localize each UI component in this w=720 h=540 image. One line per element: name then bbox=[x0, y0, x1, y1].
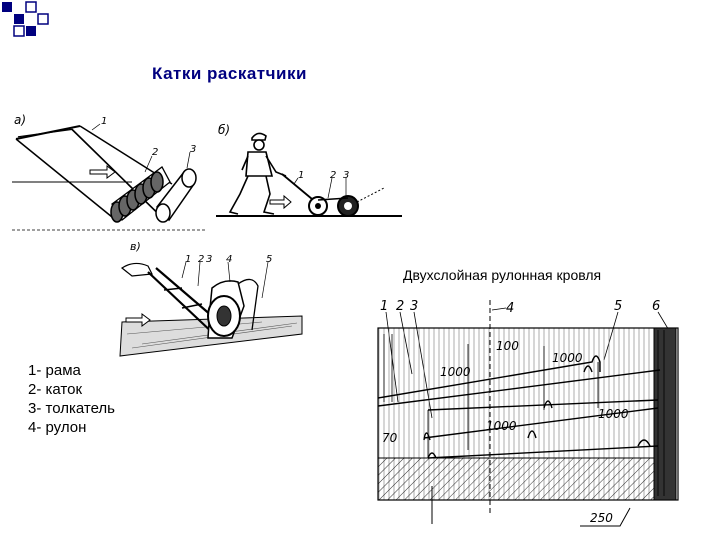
roof-callout-3: 3 bbox=[410, 299, 418, 314]
slide-title: Катки раскатчики bbox=[152, 64, 307, 83]
legend-item: 1- рама bbox=[28, 362, 81, 379]
figure-v-roll-spreader: в) 1 2 3 4 5 bbox=[119, 240, 303, 357]
roof-callout-4: 4 bbox=[506, 301, 514, 316]
roof-dim-1000-left: 1000 bbox=[440, 365, 471, 379]
roof-dim-100: 100 bbox=[496, 339, 519, 353]
figure-v-callout-4: 4 bbox=[226, 254, 232, 265]
roof-dim-250: 250 bbox=[590, 511, 613, 525]
parts-legend: 1- рама 2- каток 3- толкатель 4- рулон bbox=[28, 361, 115, 437]
roof-dim-1000-mid: 1000 bbox=[486, 419, 517, 433]
roof-callout-6: 6 bbox=[652, 299, 660, 314]
roof-section-diagram: 1 2 3 4 5 6 bbox=[377, 299, 679, 527]
figure-b-callout-1: 1 bbox=[298, 170, 304, 181]
figure-v-callout-2: 2 bbox=[198, 254, 204, 265]
legend-item: 3- толкатель bbox=[28, 400, 115, 417]
figure-b-callout-3: 3 bbox=[343, 170, 349, 181]
figure-b-worker-roller: б) 1 2 3 bbox=[216, 123, 402, 217]
legend-item: 4- рулон bbox=[28, 419, 87, 436]
figure-a-callout-2: 2 bbox=[152, 147, 158, 158]
corner-decoration bbox=[2, 1, 49, 37]
figure-a-roller: а) 1 2 3 bbox=[12, 113, 207, 231]
roof-callout-1: 1 bbox=[380, 299, 388, 314]
roof-caption: Двухслойная рулонная кровля bbox=[403, 267, 602, 283]
roof-callout-2: 2 bbox=[396, 299, 404, 314]
roof-dim-1000-right: 1000 bbox=[598, 407, 629, 421]
roof-callout-5: 5 bbox=[614, 299, 622, 314]
figure-a-callout-1: 1 bbox=[101, 116, 107, 127]
figure-a-callout-3: 3 bbox=[190, 144, 196, 155]
figure-v-callout-3: 3 bbox=[206, 254, 212, 265]
figure-v-label: в) bbox=[130, 240, 141, 253]
figure-b-label: б) bbox=[218, 123, 230, 137]
figure-v-callout-1: 1 bbox=[185, 254, 191, 265]
figure-a-label: а) bbox=[14, 113, 26, 127]
roof-dim-1000-top: 1000 bbox=[552, 351, 583, 365]
figure-v-callout-5: 5 bbox=[266, 254, 272, 265]
figure-b-callout-2: 2 bbox=[330, 170, 336, 181]
roof-dim-70: 70 bbox=[382, 431, 398, 445]
legend-item: 2- каток bbox=[28, 381, 83, 398]
